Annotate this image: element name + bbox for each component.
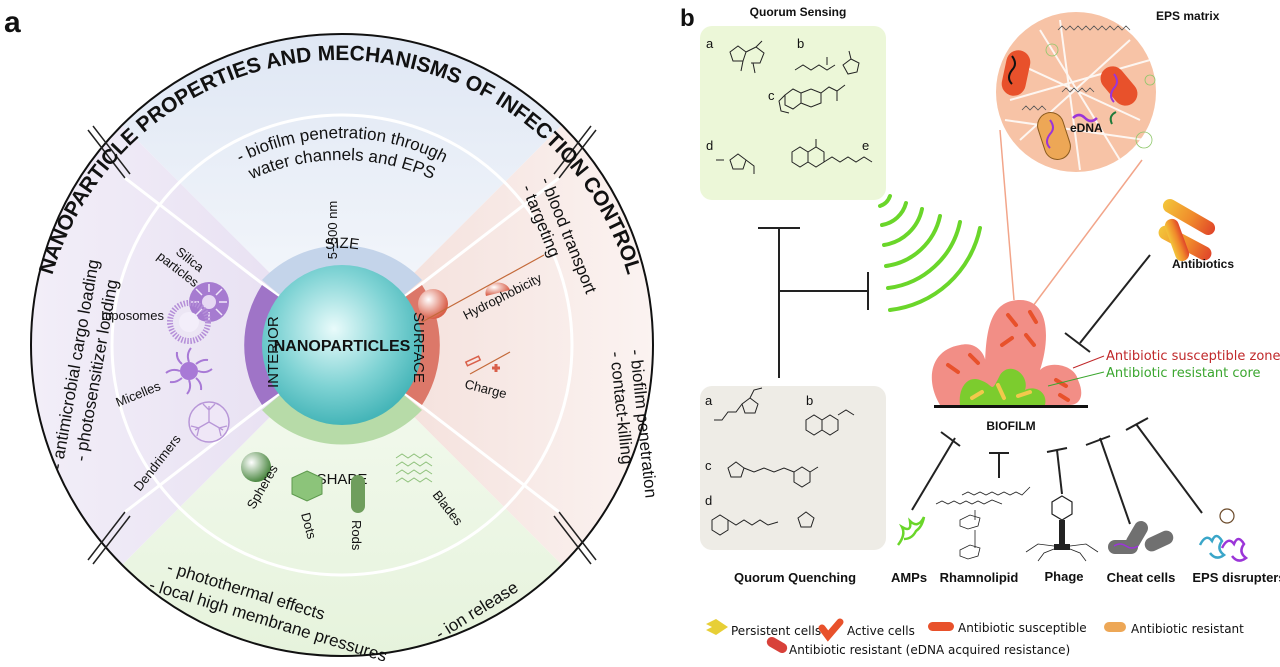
- svg-text:Rods: Rods: [349, 520, 364, 551]
- blade-icon: [395, 453, 433, 483]
- svg-text:Dots: Dots: [298, 511, 320, 541]
- susceptible-bacterium-icon: [1001, 50, 1031, 96]
- quorum-quenching-box: [700, 386, 886, 550]
- inhibitor-label-eps-disrupters: EPS disrupters: [1192, 570, 1280, 585]
- hydrophilic-droplet-icon: [485, 282, 510, 296]
- quadrant-right: [342, 125, 654, 565]
- liposomes-label: Liposomes: [101, 308, 164, 323]
- quorum-sensing-box: [700, 26, 886, 200]
- outer-ring: [30, 33, 654, 657]
- nanoparticle-core: [262, 265, 422, 425]
- interior-label: INTERIOR: [265, 316, 282, 388]
- dots-label: Dots: [298, 511, 320, 541]
- panel-a: a NANOPARTICLE PROPERTIES AND MECHAN: [4, 6, 661, 666]
- edna-resistant-bacterium-icon: [1100, 66, 1138, 106]
- hydrophobicity-surface-line: [421, 254, 545, 323]
- inhibitor-label-rhamnolipid: Rhamnolipid: [940, 570, 1019, 585]
- resistant-bacterium-icon: [1037, 112, 1071, 160]
- quorum-sensing-title: Quorum Sensing: [750, 5, 847, 19]
- biofilm-label: BIOFILM: [986, 419, 1035, 433]
- inhibitor-label-cheat-cells: Cheat cells: [1107, 570, 1176, 585]
- panel-b-letter: b: [680, 5, 695, 32]
- outer-circle: [30, 33, 654, 657]
- antibiotics-label: Antibiotics: [1172, 257, 1234, 271]
- quorum-quenching-title: Quorum Quenching: [734, 570, 856, 585]
- susceptible-zone-label: Antibiotic susceptible zone: [1106, 349, 1280, 364]
- biofilm-icon: [931, 300, 1088, 408]
- svg-text:c: c: [705, 458, 712, 473]
- susceptible-zone-pointer: [1072, 355, 1105, 369]
- legend-persistent-cells: Persistent cells: [731, 624, 821, 638]
- rhamnolipid-icon: [935, 486, 1031, 560]
- dendrimer-icon: [188, 401, 230, 443]
- svg-text:d: d: [706, 138, 713, 153]
- active-cell-icon: [818, 618, 844, 642]
- size-range: 5- 500 nm: [325, 201, 340, 260]
- legend-resistant-icon: [1104, 622, 1126, 632]
- panel-b: b Quorum Sensing a b c d e a b c d: [680, 5, 1280, 657]
- svg-text:a: a: [705, 393, 713, 408]
- amp-icon: [897, 516, 926, 546]
- micelle-icon: [165, 347, 213, 395]
- legend-antibiotic-susceptible: Antibiotic susceptible: [958, 621, 1087, 635]
- hydrophobic-sphere-icon: [418, 289, 448, 319]
- quorum-sensing-molecules: a b c d e: [706, 36, 873, 174]
- dot-icon: [291, 470, 323, 502]
- inhibitor-label-amps: AMPs: [891, 570, 927, 585]
- rods-label: Rods: [349, 520, 364, 551]
- signal-waves-icon: [878, 194, 982, 312]
- resistant-core-label: Antibiotic resistant core: [1106, 366, 1261, 381]
- panel-a-letter: a: [4, 6, 21, 39]
- edna-strand-icon: [1072, 113, 1098, 123]
- svg-text:c: c: [768, 88, 775, 103]
- cheat-cells-icon: [1108, 521, 1174, 554]
- legend-susceptible-icon: [928, 622, 954, 631]
- quadrant-bottom: [122, 345, 562, 657]
- inhibitor-lines: [911, 417, 1203, 525]
- eps-matrix-title: EPS matrix: [1156, 9, 1220, 23]
- legend-active-cells: Active cells: [847, 624, 915, 638]
- legend: Persistent cells Active cells Antibiotic…: [706, 618, 1244, 657]
- quadrant-left: [30, 125, 343, 565]
- charge-icon: [464, 351, 511, 375]
- surface-label: SURFACE: [410, 312, 427, 383]
- legend-edna-resistant-icon: [766, 637, 788, 653]
- legend-edna-resistant: Antibiotic resistant (eDNA acquired resi…: [789, 643, 1070, 657]
- svg-text:a: a: [706, 36, 714, 51]
- quorum-quenching-molecules: a b c d: [705, 387, 855, 536]
- legend-antibiotic-resistant: Antibiotic resistant: [1131, 622, 1244, 636]
- quorum-inhibition-lines: [758, 227, 869, 378]
- sphere-icon: [241, 452, 271, 482]
- liposome-icon: [167, 300, 211, 344]
- svg-text:d: d: [705, 493, 712, 508]
- eps-disrupters-icon: [1198, 508, 1249, 562]
- inhibitor-label-phage: Phage: [1044, 569, 1083, 584]
- svg-text:e: e: [862, 138, 869, 153]
- antibiotics-inhibition-line: [1064, 254, 1151, 353]
- size-label: SIZE: [324, 235, 360, 253]
- rod-icon: [351, 475, 365, 513]
- svg-text:b: b: [797, 36, 804, 51]
- eps-matrix-inset: eDNA: [996, 12, 1156, 311]
- edna-label: eDNA: [1070, 121, 1103, 135]
- inner-divider-circle: [110, 113, 574, 577]
- svg-text:b: b: [806, 393, 813, 408]
- resistant-core-pointer: [1047, 371, 1105, 387]
- center-label: NANOPARTICLES: [274, 338, 411, 355]
- antibiotics-icon: [1158, 199, 1216, 262]
- phage-icon: [1025, 495, 1099, 562]
- silica-particle-icon: [189, 282, 229, 322]
- persistent-cell-icon: [706, 619, 728, 635]
- quadrant-top: [122, 33, 562, 345]
